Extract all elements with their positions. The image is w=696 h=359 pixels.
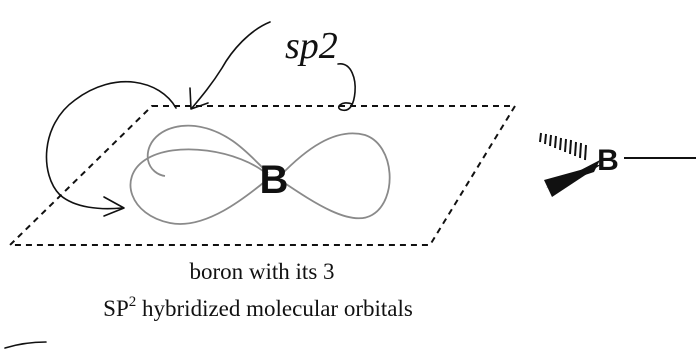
handwritten-arrows bbox=[4, 21, 356, 349]
caption-line-2: SP2 hybridized molecular orbitals bbox=[103, 294, 413, 321]
orbital-lobe-right bbox=[279, 132, 391, 220]
side-boron-atom-label: B bbox=[597, 144, 619, 177]
orbital-lobe-back-left bbox=[146, 124, 269, 177]
caption-sp: SP bbox=[103, 296, 129, 321]
orbital-lobes bbox=[129, 124, 391, 225]
dashed-plane bbox=[7, 105, 517, 246]
hashed-wedge-bond bbox=[539, 132, 587, 161]
curl-arrow-right bbox=[337, 63, 356, 112]
arrow-head-front bbox=[103, 196, 125, 217]
arrow-to-top-lobe bbox=[191, 21, 271, 109]
arrow-to-front-lobe bbox=[45, 80, 177, 210]
handwritten-sp2-label: sp2 bbox=[285, 25, 338, 67]
caption-line-1: boron with its 3 bbox=[189, 259, 334, 284]
caption-superscript: 2 bbox=[129, 294, 137, 310]
trigonal-boron-fragment: B bbox=[539, 132, 696, 197]
bottom-left-stroke bbox=[4, 341, 47, 349]
boron-atom-label: B bbox=[260, 158, 289, 202]
orbital-lobe-front-left bbox=[129, 148, 269, 225]
arrow-head-top bbox=[189, 87, 209, 110]
caption-suffix: hybridized molecular orbitals bbox=[136, 296, 413, 321]
solid-wedge-bond-body bbox=[544, 164, 602, 197]
